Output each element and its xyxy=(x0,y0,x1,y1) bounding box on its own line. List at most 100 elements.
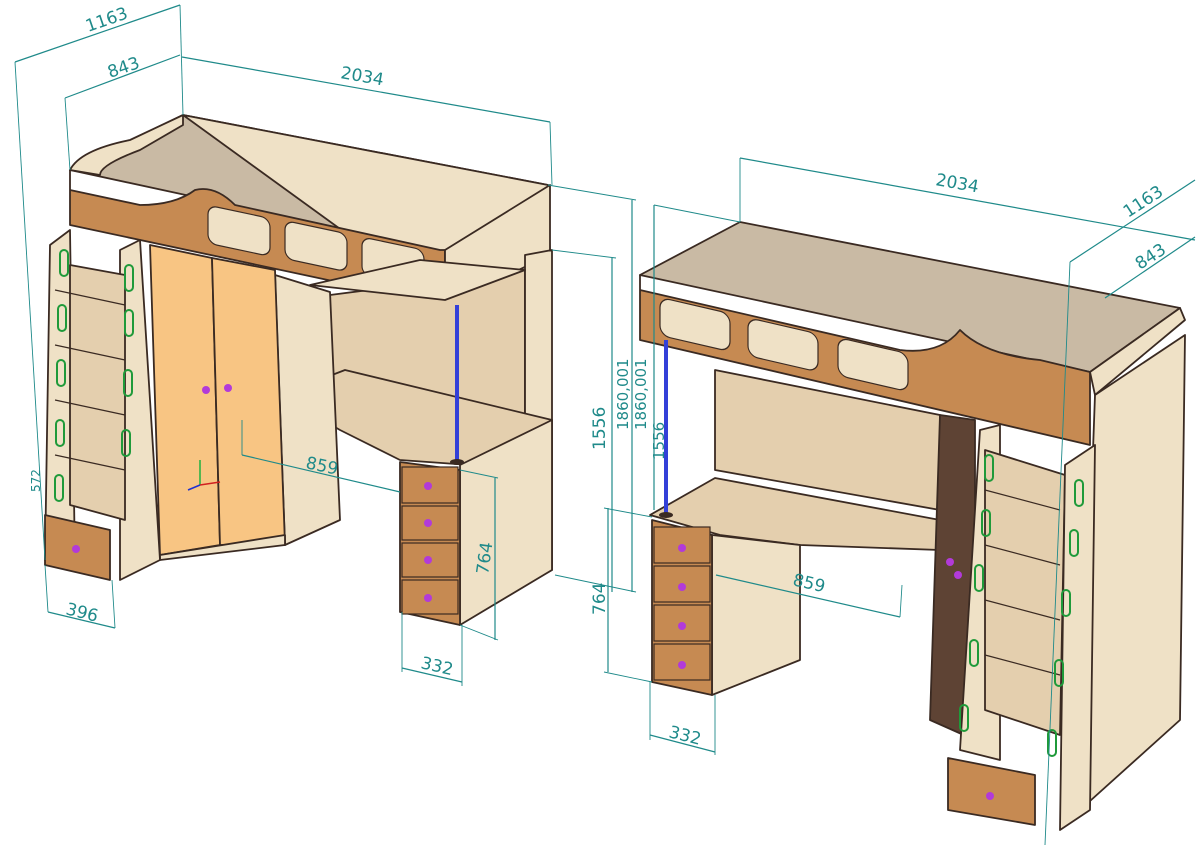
right-drawer-handle-2 xyxy=(678,583,686,591)
left-ladder-steps xyxy=(69,264,126,521)
right-ladder-slot-6 xyxy=(1074,479,1084,507)
left-ladder-slot-6 xyxy=(57,304,67,332)
left-ext-764-a xyxy=(459,469,499,479)
right-pedestal-side xyxy=(711,534,801,696)
right-rail-window-1 xyxy=(659,298,731,351)
left-ladder-drawer-handle xyxy=(72,545,80,553)
right-dim-line-1163 xyxy=(1069,179,1196,263)
left-rod-foot xyxy=(450,459,464,465)
left-dim-line-859 xyxy=(241,454,401,493)
left-headboard xyxy=(69,114,184,176)
right-ladder-step-line-4 xyxy=(984,654,1061,676)
right-ladder-step-line-3 xyxy=(984,599,1061,621)
left-ladder-step-line-4 xyxy=(54,454,126,471)
right-ladder-drawer xyxy=(947,757,1036,826)
right-ladder-slot-4 xyxy=(969,639,979,667)
right-headboard xyxy=(1089,307,1186,396)
left-ext-1163-b xyxy=(179,4,184,116)
left-dim-1163: 1163 xyxy=(83,4,130,37)
left-dim-332: 332 xyxy=(419,653,455,680)
left-ladder-slot-8 xyxy=(55,419,65,447)
left-door-handle-1 xyxy=(202,386,210,394)
left-drawer-handle-1 xyxy=(424,482,432,490)
left-wardrobe-door-1 xyxy=(149,244,221,556)
right-dim-764: 764 xyxy=(590,583,610,615)
left-ext-843-a xyxy=(64,97,71,171)
right-ladder-slot-10 xyxy=(1047,729,1057,757)
left-ladder-slot-7 xyxy=(56,359,66,387)
left-ext-396-a xyxy=(44,564,49,613)
left-wardrobe-door-2 xyxy=(211,257,286,546)
right-dim-1556-b: 1556 xyxy=(650,422,668,460)
right-panel-handle-2 xyxy=(954,571,962,579)
right-dim-2034: 2034 xyxy=(934,170,980,197)
left-ladder-slot-9 xyxy=(54,474,64,502)
right-dim-843: 843 xyxy=(1132,240,1170,274)
left-drawer-handle-4 xyxy=(424,594,432,602)
right-dim-line-2034 xyxy=(739,157,1196,241)
left-dim-line-1163 xyxy=(14,4,181,63)
left-bed-assembly xyxy=(44,114,553,626)
right-drawer-handle-3 xyxy=(678,622,686,630)
left-axis-x xyxy=(199,481,221,486)
right-dim-line-859 xyxy=(715,574,901,618)
right-ladder-slot-8 xyxy=(1061,589,1071,617)
right-drawer-handle-4 xyxy=(678,661,686,669)
left-axis-z xyxy=(187,484,201,491)
right-ladder-step-line-2 xyxy=(984,544,1061,566)
left-dim-764: 764 xyxy=(473,541,497,576)
left-ladder-slot-4 xyxy=(121,429,131,457)
left-dim-572: 572 xyxy=(29,469,43,492)
left-ladder-slot-5 xyxy=(59,249,69,277)
left-ladder-step-line-2 xyxy=(54,344,126,361)
left-dim-396: 396 xyxy=(64,599,100,626)
right-drawer-handle-1 xyxy=(678,544,686,552)
right-end-panel xyxy=(1079,334,1186,811)
left-ladder-slot-3 xyxy=(123,369,133,397)
right-ext-top-c xyxy=(653,204,741,223)
right-dim-line-332 xyxy=(649,734,716,753)
right-panel-handle-1 xyxy=(946,558,954,566)
left-drawer-handle-2 xyxy=(424,519,432,527)
left-dim-843: 843 xyxy=(105,53,142,82)
left-dim-line-2034 xyxy=(181,56,551,123)
left-wardrobe-inner xyxy=(274,274,341,546)
right-ladder-slot-2 xyxy=(981,509,991,537)
right-bed-assembly xyxy=(639,221,1186,831)
right-ext-top-a xyxy=(547,184,637,201)
right-ladder-drawer-handle xyxy=(986,792,994,800)
right-ladder-outer xyxy=(1059,444,1096,831)
right-ladder-step-line-1 xyxy=(984,489,1061,511)
left-dim-line-332 xyxy=(401,667,463,683)
right-ext-764-b xyxy=(603,671,653,683)
right-ladder-slot-3 xyxy=(974,564,984,592)
left-ext-764-b xyxy=(459,624,499,641)
left-shelf-top xyxy=(309,259,526,301)
left-ext-2034 xyxy=(549,121,553,186)
right-rail-window-2 xyxy=(747,319,819,371)
right-ladder-slot-9 xyxy=(1054,659,1064,687)
right-rod-foot xyxy=(659,512,673,518)
left-ladder-slot-1 xyxy=(124,264,134,292)
right-dim-1860-b: 1860,001 xyxy=(632,358,650,430)
right-ext-bottom-a xyxy=(554,574,637,593)
right-ext-top-b xyxy=(551,249,617,259)
right-ladder-slot-1 xyxy=(984,454,994,482)
left-ext-396-b xyxy=(111,579,116,629)
right-rail-window-3 xyxy=(837,338,909,391)
right-dim-1556: 1556 xyxy=(590,407,610,450)
left-drawer-3 xyxy=(401,542,459,578)
right-ladder-steps xyxy=(984,449,1066,736)
left-rail-window-2 xyxy=(284,221,348,271)
right-ext-859 xyxy=(899,584,903,618)
right-ext-1163 xyxy=(1044,261,1071,846)
right-dim-332: 332 xyxy=(667,722,703,749)
right-dim-line-843 xyxy=(1104,236,1196,299)
left-ladder-step-line-1 xyxy=(54,289,126,306)
right-dim-1163: 1163 xyxy=(1120,182,1167,222)
left-drawer-handle-3 xyxy=(424,556,432,564)
right-dim-1860-a: 1860,001 xyxy=(614,358,632,430)
right-ext-764-a xyxy=(603,507,653,518)
right-ladder-slot-7 xyxy=(1069,529,1079,557)
